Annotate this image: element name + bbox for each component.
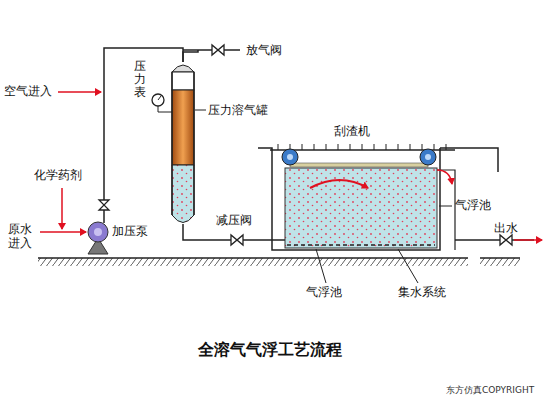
air-label: 空气进入 [4,84,52,98]
outlet-valve [500,235,512,245]
collector-label: 集水系统 [398,285,446,299]
pressure-gauge [152,94,172,112]
release-valve [231,235,243,245]
leader-line [195,110,206,111]
tank-label: 压力溶气罐 [208,103,268,117]
pressure-tank [172,65,194,223]
diagram-title: 全溶气气浮工艺流程 [198,340,342,359]
leader-line [316,249,326,283]
chemical-arrow [61,188,63,229]
vent-valve [212,45,224,55]
valve [99,200,109,210]
valve-label: 减压阀 [216,213,252,227]
flotation-tank [258,148,498,250]
raw-water-arrow [40,231,86,233]
raw-water-label: 原水进入 [8,222,34,251]
leader-line [439,206,452,207]
watermark: 东方仿真COPYRIGHT [446,385,534,396]
scraper [270,144,455,167]
tank-label: 气浮池 [455,198,491,212]
pump-label: 加压泵 [112,224,148,238]
gauge-label: 压力表 [134,60,146,100]
outlet-label: 出水 [494,221,518,235]
tank-label: 气浮池 [306,285,342,299]
chemical-label: 化学药剂 [34,168,82,182]
ground [38,258,520,266]
scraper-label: 刮渣机 [334,124,370,138]
valve-label: 放气阀 [246,43,282,57]
leader-line [398,249,418,283]
air-arrow [58,91,101,93]
outlet-arrow [514,239,542,241]
pressure-pipe [104,48,183,223]
pump [88,222,108,254]
